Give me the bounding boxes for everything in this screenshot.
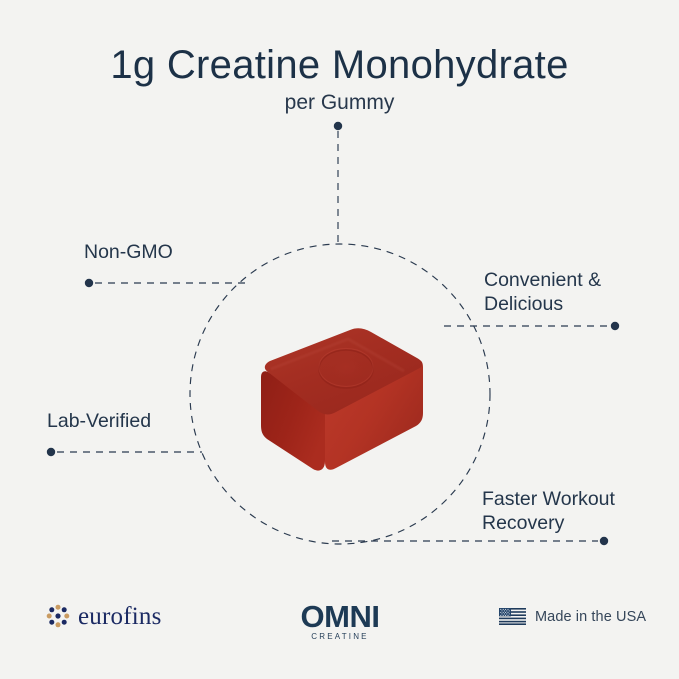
callout-label-lab-verified: Lab-Verified	[47, 410, 152, 432]
us-flag-icon	[499, 608, 526, 625]
gummy-top-emboss-ring-highlight	[318, 347, 374, 387]
gummy-edge-highlight	[270, 337, 405, 373]
callout-label-non-gmo: Non-GMO	[84, 241, 173, 263]
brand-logo: OMNI CREATINE	[274, 599, 406, 642]
eurofins-wordmark: eurofins	[78, 602, 162, 630]
brand-name: OMNI	[300, 599, 380, 634]
page-title: 1g Creatine Monohydrate per Gummy	[0, 42, 679, 116]
gummy-top-emboss-ring	[318, 349, 374, 389]
gummy-right-face	[325, 359, 423, 470]
headline-secondary: per Gummy	[284, 91, 395, 114]
creatine-gummy-cube	[261, 328, 423, 471]
headline-primary: 1g Creatine Monohydrate	[110, 43, 569, 87]
made-in-usa-text: Made in the USA	[535, 608, 647, 625]
leader-dot-convenient	[610, 321, 620, 331]
eurofins-logo: eurofins	[45, 603, 162, 629]
footer-badges: eurofins OMNI CREATINE	[0, 596, 679, 656]
leader-dot-non-gmo	[84, 278, 94, 288]
leader-dot-lab-verified	[46, 447, 56, 457]
brand-subtitle: CREATINE	[311, 632, 369, 641]
leader-dot-top	[333, 121, 343, 131]
eurofins-dots-icon	[46, 604, 70, 628]
callout-label-convenient: Convenient & Delicious	[484, 269, 602, 315]
callout-label-faster-workout: Faster Workout Recovery	[482, 488, 615, 534]
gummy-front-face	[261, 371, 325, 471]
leader-dot-faster-workout	[599, 536, 609, 546]
made-in-usa-badge: Made in the USA	[499, 608, 646, 625]
